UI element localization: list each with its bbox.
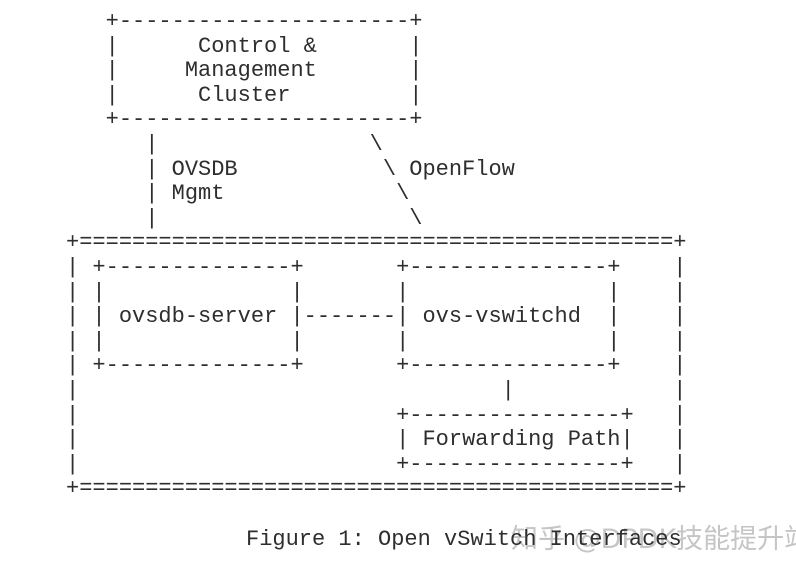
watermark: 知乎 @DPDK技能提升站 (511, 524, 796, 555)
figure-caption: Figure 1: Open vSwitch Interfaces (246, 527, 682, 552)
ascii-architecture-diagram: +----------------------+ | Control & | |… (66, 9, 687, 502)
